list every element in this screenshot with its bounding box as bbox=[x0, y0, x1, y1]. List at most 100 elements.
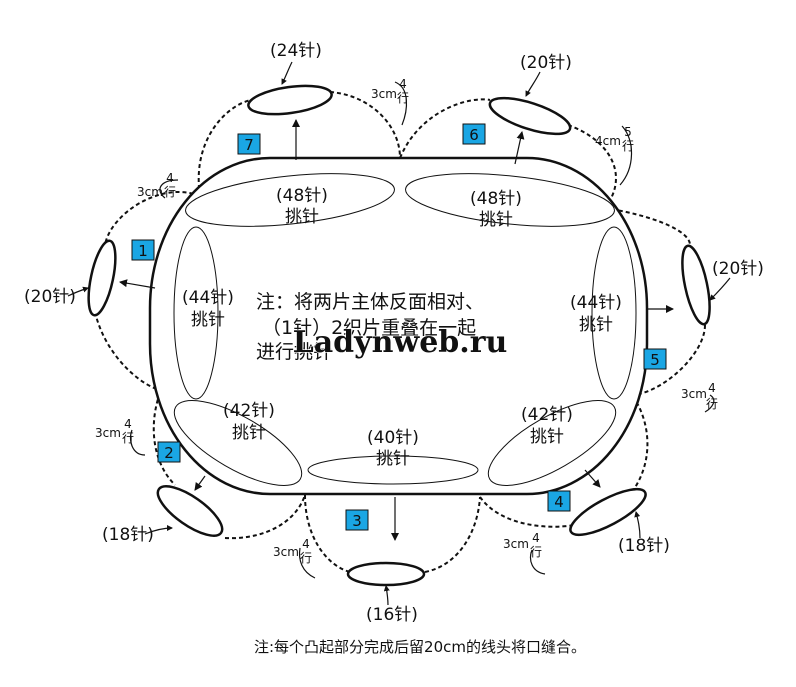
pick-count: (42针) bbox=[223, 401, 275, 421]
lobe-3-outline bbox=[424, 496, 481, 573]
lobe-6-outline bbox=[399, 98, 491, 159]
row-arc-7 bbox=[394, 81, 407, 126]
pick-label: 挑针 bbox=[479, 210, 513, 230]
badge-4 bbox=[547, 490, 571, 512]
pick-label: 挑针 bbox=[376, 449, 410, 469]
row-arc-5 bbox=[704, 394, 715, 413]
svg-text:4: 4 bbox=[532, 531, 540, 545]
pick-label: 挑针 bbox=[232, 423, 266, 443]
pick-count: (42针) bbox=[521, 405, 573, 425]
lobe-row-notes: 3cm 4 行 4cm 5 行 3cm 4 行 3cm 4 行 3cm 4 行 … bbox=[95, 77, 718, 565]
svg-text:3cm: 3cm bbox=[95, 426, 121, 440]
stitches-2: (18针) bbox=[102, 525, 154, 545]
svg-text:行: 行 bbox=[122, 431, 134, 445]
row-arc-1 bbox=[159, 179, 179, 199]
arrow-1 bbox=[119, 279, 156, 289]
pick-zone-left bbox=[173, 226, 219, 400]
note-line-1: 注：将两片主体反面相对、 bbox=[256, 291, 484, 313]
pick-count: (44针) bbox=[182, 288, 234, 308]
lobe-2-tip bbox=[156, 485, 224, 537]
row-arc-6 bbox=[619, 125, 633, 186]
pick-zone-bottom-right bbox=[487, 400, 617, 486]
lobe-6-tip bbox=[488, 96, 572, 136]
pointer-20-top bbox=[525, 71, 541, 97]
badge-5 bbox=[643, 348, 667, 370]
pick-zone-right bbox=[591, 226, 637, 400]
pick-label: 挑针 bbox=[285, 207, 319, 227]
svg-text:4: 4 bbox=[708, 381, 716, 395]
row-arc-2 bbox=[129, 429, 146, 456]
lobe-3-outline bbox=[304, 494, 351, 573]
note-line-2: （1针）2织片重叠在一起 bbox=[262, 317, 476, 339]
pointer-20-left bbox=[67, 286, 89, 297]
lobe-tips bbox=[87, 84, 711, 587]
pick-up-zones bbox=[173, 173, 637, 486]
lobe-7-outline bbox=[329, 91, 401, 159]
svg-text:4: 4 bbox=[554, 493, 564, 511]
pick-count: (48针) bbox=[276, 186, 328, 206]
pointer-18-right bbox=[634, 511, 641, 539]
center-note: 注：将两片主体反面相对、 （1针）2织片重叠在一起 进行挑针 bbox=[256, 291, 484, 363]
badge-3 bbox=[345, 509, 369, 531]
row-arc-3 bbox=[298, 547, 316, 579]
svg-text:行: 行 bbox=[530, 545, 542, 559]
pointer-16 bbox=[383, 585, 390, 606]
svg-text:行: 行 bbox=[622, 139, 634, 153]
svg-text:4: 4 bbox=[166, 171, 174, 185]
pick-label: 挑针 bbox=[191, 310, 225, 330]
stitches-3: (16针) bbox=[366, 605, 418, 625]
stitches-4: (18针) bbox=[618, 536, 670, 556]
svg-text:行: 行 bbox=[300, 551, 312, 565]
pick-zone-top-right bbox=[405, 173, 615, 227]
svg-text:1: 1 bbox=[138, 242, 148, 260]
svg-text:行: 行 bbox=[706, 397, 718, 411]
stitches-5: (20针) bbox=[712, 259, 764, 279]
lobe-1-outline bbox=[104, 190, 201, 246]
pick-label: 挑针 bbox=[530, 427, 564, 447]
svg-text:4: 4 bbox=[399, 77, 407, 91]
svg-text:7: 7 bbox=[244, 136, 254, 154]
svg-text:3: 3 bbox=[352, 512, 362, 530]
watermark: Ladynweb.ru bbox=[293, 325, 508, 360]
lobe-3-tip bbox=[346, 561, 426, 587]
lobe-1-tip bbox=[87, 239, 117, 317]
stitches-7: (24针) bbox=[270, 41, 322, 61]
arrow-4 bbox=[584, 469, 601, 488]
svg-text:3cm: 3cm bbox=[371, 87, 397, 101]
svg-text:2: 2 bbox=[164, 444, 174, 462]
pick-count: (44针) bbox=[570, 293, 622, 313]
svg-text:5: 5 bbox=[624, 125, 632, 139]
pick-count: (48针) bbox=[470, 189, 522, 209]
row-arc-4 bbox=[529, 549, 546, 575]
pointer-24 bbox=[281, 61, 293, 85]
direction-arrows bbox=[67, 61, 731, 606]
pick-zone-bottom bbox=[307, 455, 479, 485]
lobe-badges: 7 6 1 5 2 3 4 bbox=[131, 123, 667, 531]
svg-text:3cm: 3cm bbox=[681, 387, 707, 401]
note-line-3: 进行挑针 bbox=[256, 341, 332, 363]
svg-text:4cm: 4cm bbox=[595, 134, 621, 148]
stitches-6: (20针) bbox=[520, 53, 572, 73]
pick-zone-bottom-left bbox=[173, 400, 303, 486]
lobe-2-outline bbox=[224, 494, 306, 540]
svg-text:3cm: 3cm bbox=[273, 545, 299, 559]
pointer-20-right bbox=[709, 277, 731, 301]
footer-note: 注:每个凸起部分完成后留20cm的线头将口缝合。 bbox=[254, 638, 586, 656]
lobe-7-tip bbox=[247, 84, 333, 116]
badge-7 bbox=[237, 133, 261, 155]
svg-text:3cm: 3cm bbox=[503, 537, 529, 551]
stitches-1: (20针) bbox=[24, 287, 76, 307]
svg-text:4: 4 bbox=[302, 537, 310, 551]
svg-text:行: 行 bbox=[397, 91, 409, 105]
pick-count: (40针) bbox=[367, 428, 419, 448]
pick-label: 挑针 bbox=[579, 315, 613, 335]
svg-text:3cm: 3cm bbox=[137, 185, 163, 199]
arrow-6 bbox=[514, 131, 525, 165]
svg-text:行: 行 bbox=[164, 185, 176, 199]
pointer-18-left bbox=[144, 525, 173, 535]
lobe-4-tip bbox=[569, 487, 647, 537]
lobe-4-outline bbox=[479, 496, 576, 528]
pick-up-labels: (48针) 挑针 (48针) 挑针 (44针) 挑针 (44针) 挑针 (42针… bbox=[182, 186, 622, 469]
badge-2 bbox=[157, 441, 181, 463]
